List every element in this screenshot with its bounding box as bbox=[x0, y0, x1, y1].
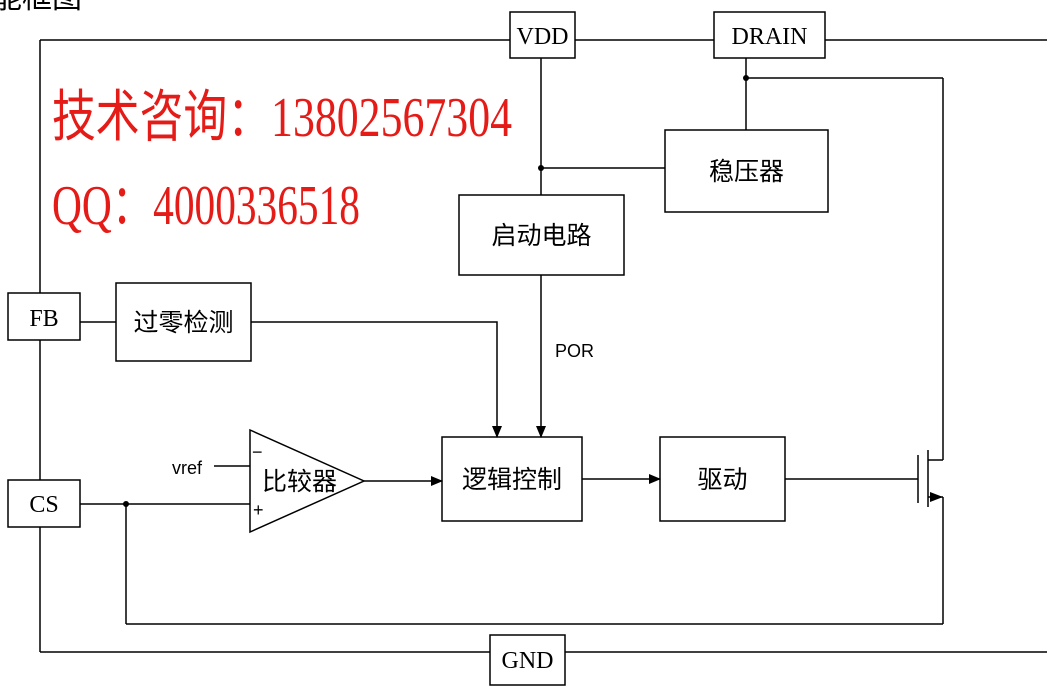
block-driver-label: 驱动 bbox=[697, 465, 747, 494]
watermark: 技术咨询：13802567304 QQ：4000336518 bbox=[52, 87, 512, 237]
por-label: POR bbox=[555, 341, 594, 361]
block-driver: 驱动 bbox=[659, 436, 786, 522]
wires bbox=[80, 58, 944, 625]
block-regulator: 稳压器 bbox=[664, 129, 829, 213]
comparator-minus-sign: − bbox=[252, 442, 263, 462]
pin-fb: FB bbox=[7, 292, 81, 341]
title-fragment: 能框图 bbox=[0, 0, 82, 16]
block-comparator: 比较器 − + bbox=[249, 428, 366, 534]
vref-label: vref bbox=[172, 458, 203, 478]
pin-drain-label: DRAIN bbox=[732, 24, 808, 50]
block-logic: 逻辑控制 bbox=[441, 436, 583, 522]
mosfet-arrow-icon bbox=[930, 492, 943, 502]
block-logic-label: 逻辑控制 bbox=[462, 465, 562, 494]
pin-drain: DRAIN bbox=[713, 11, 826, 59]
watermark-line2: QQ：4000336518 bbox=[52, 175, 360, 237]
junction-dots bbox=[123, 75, 749, 507]
block-zero-detect: 过零检测 bbox=[115, 282, 252, 362]
pin-gnd-label: GND bbox=[502, 648, 554, 674]
watermark-line1: 技术咨询：13802567304 bbox=[52, 87, 512, 149]
pin-gnd: GND bbox=[489, 634, 566, 686]
block-regulator-label: 稳压器 bbox=[709, 157, 784, 186]
pin-vdd: VDD bbox=[509, 11, 576, 59]
pin-cs-label: CS bbox=[29, 492, 58, 518]
block-comparator-label: 比较器 bbox=[262, 467, 337, 496]
pin-cs: CS bbox=[7, 479, 81, 528]
arrow-wires bbox=[251, 275, 661, 486]
block-zero-detect-label: 过零检测 bbox=[133, 308, 233, 337]
block-startup-label: 启动电路 bbox=[491, 221, 591, 250]
pin-vdd-label: VDD bbox=[517, 24, 569, 50]
outer-frame bbox=[39, 39, 1047, 653]
block-startup: 启动电路 bbox=[458, 194, 625, 276]
comparator-plus-sign: + bbox=[253, 500, 264, 520]
pin-fb-label: FB bbox=[29, 306, 58, 332]
